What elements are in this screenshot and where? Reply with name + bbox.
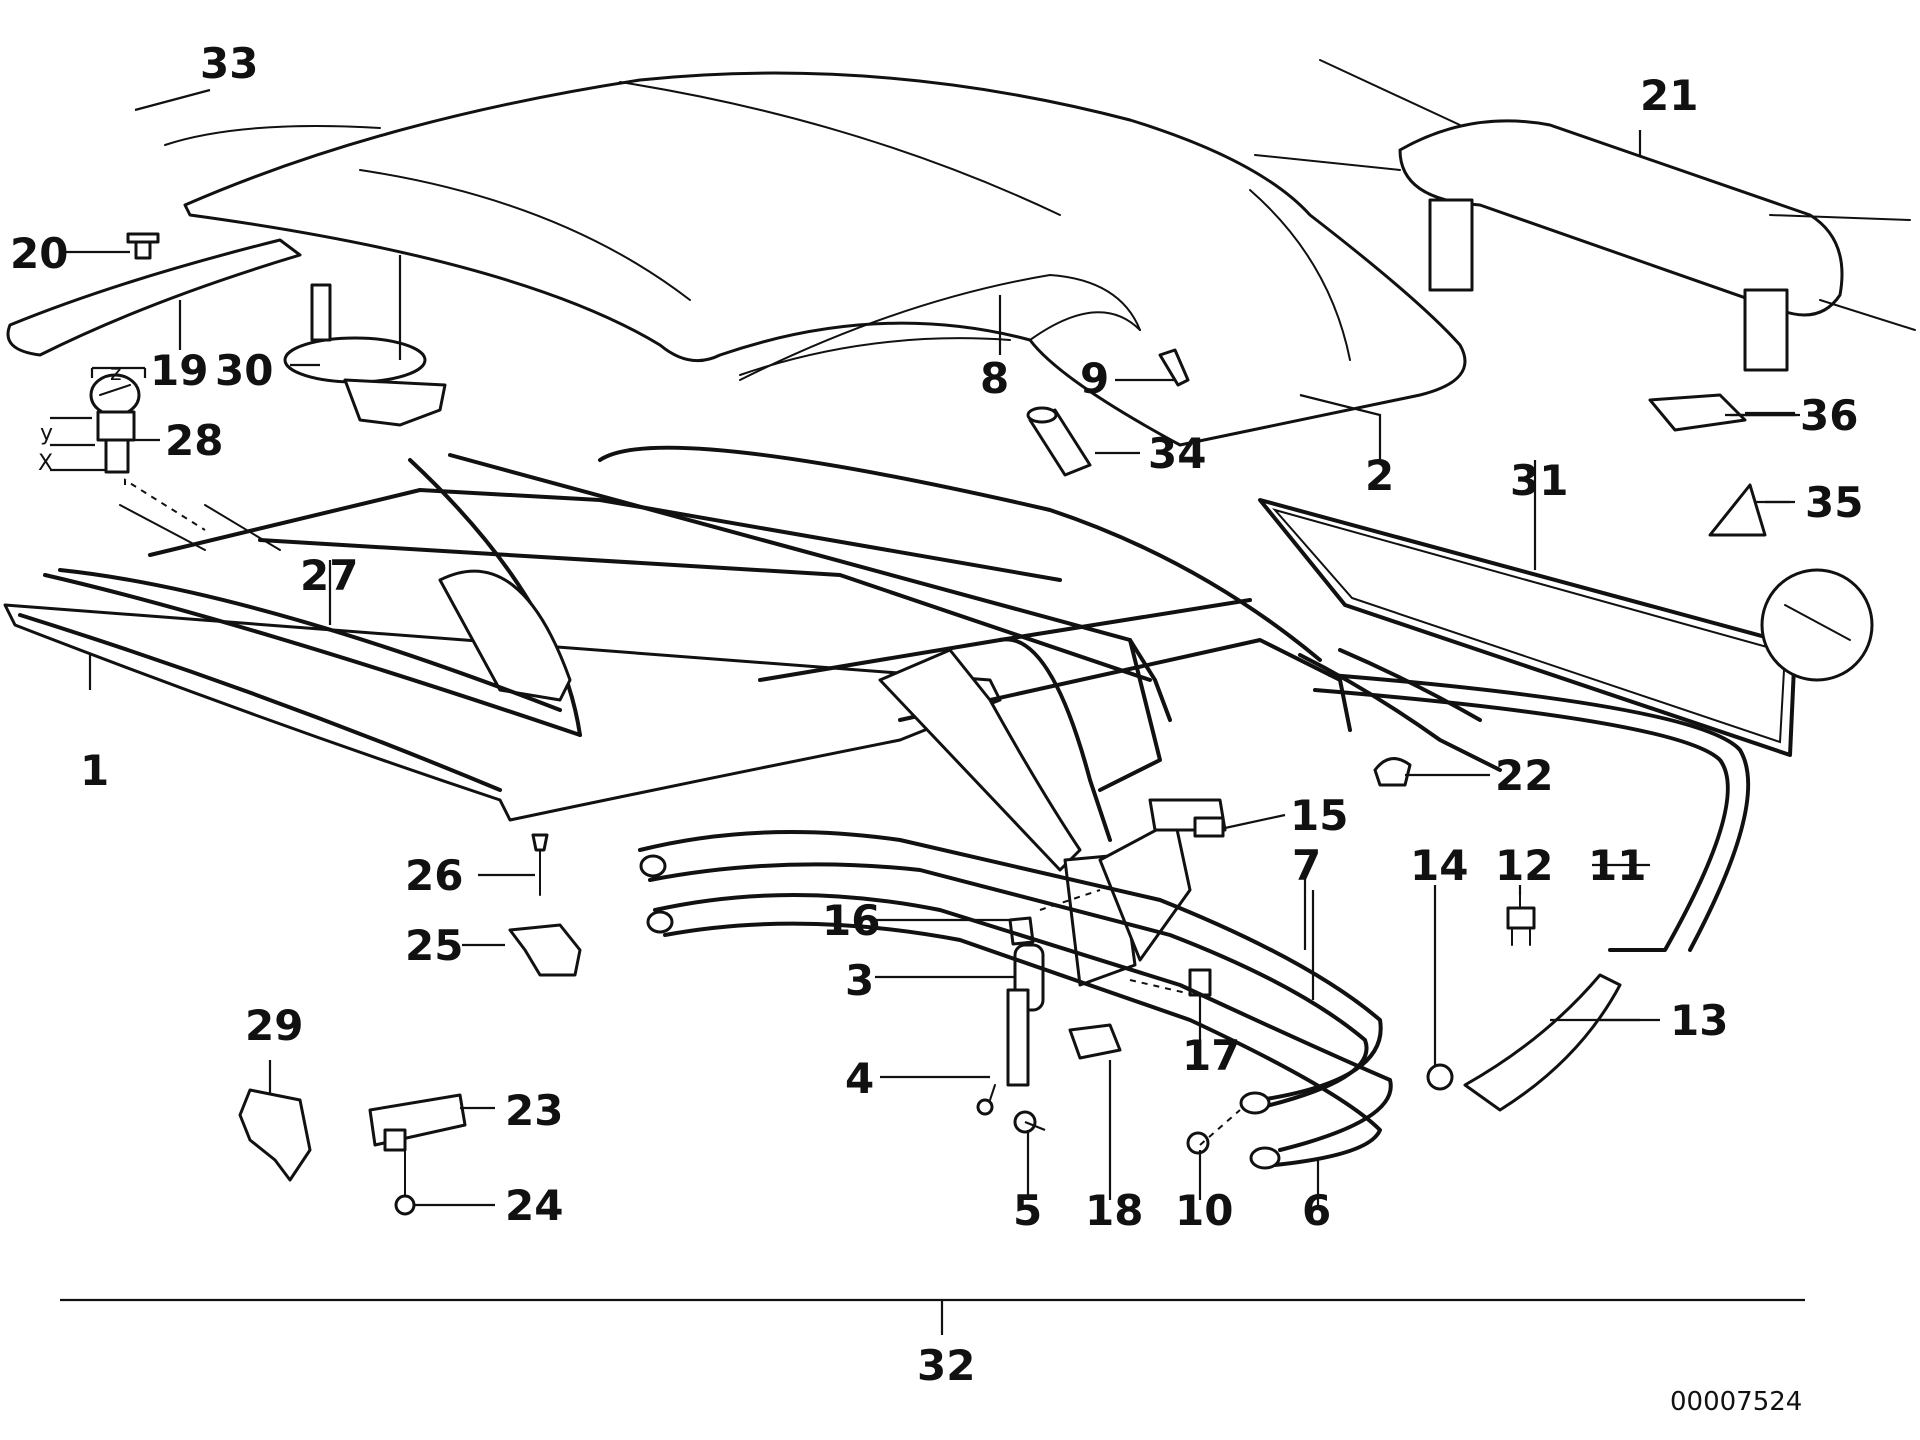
top-frame-assembly bbox=[3, 445, 1502, 872]
callout-6: 6 bbox=[1302, 1186, 1331, 1235]
strip-36 bbox=[1648, 393, 1747, 432]
soft-top-cover bbox=[164, 71, 1467, 447]
document-number: 00007524 bbox=[1670, 1387, 1802, 1417]
callout-34: 34 bbox=[1148, 429, 1206, 478]
clip-10 bbox=[1186, 1131, 1210, 1155]
callout-19: 19 bbox=[150, 346, 208, 395]
callout-18: 18 bbox=[1085, 1186, 1143, 1235]
callout-16: 16 bbox=[822, 896, 880, 945]
latch-23 bbox=[368, 1093, 467, 1152]
pin-24 bbox=[394, 1149, 416, 1216]
callout-5: 5 bbox=[1013, 1186, 1042, 1235]
side-rail-19 bbox=[6, 238, 302, 357]
clip-12 bbox=[1506, 894, 1536, 946]
callout-26: 26 bbox=[405, 851, 463, 900]
callout-36: 36 bbox=[1800, 391, 1858, 440]
clip-29 bbox=[238, 1088, 312, 1182]
tube-34 bbox=[1026, 406, 1092, 477]
callout-4: 4 bbox=[845, 1054, 874, 1103]
callout-21: 21 bbox=[1640, 71, 1698, 120]
fastener-28 bbox=[50, 366, 147, 474]
pad-18 bbox=[1068, 1023, 1122, 1060]
grommet-14 bbox=[1426, 1063, 1454, 1091]
bracket-25 bbox=[508, 923, 582, 977]
callout-29: 29 bbox=[245, 1001, 303, 1050]
dim-label-x: X bbox=[38, 451, 53, 476]
callout-22: 22 bbox=[1495, 751, 1553, 800]
callout-12: 12 bbox=[1495, 841, 1553, 890]
callout-20: 20 bbox=[10, 229, 68, 278]
callout-3: 3 bbox=[845, 956, 874, 1005]
callout-labels: 1 2 3 4 5 6 7 8 9 10 11 12 13 14 15 16 1… bbox=[10, 39, 1863, 1390]
seals-6-7 bbox=[638, 830, 1393, 1170]
callout-13: 13 bbox=[1670, 996, 1728, 1045]
callout-2: 2 bbox=[1365, 451, 1394, 500]
callout-28: 28 bbox=[165, 416, 223, 465]
callout-17: 17 bbox=[1182, 1031, 1240, 1080]
callout-7: 7 bbox=[1292, 841, 1321, 890]
callout-25: 25 bbox=[405, 921, 463, 970]
callout-8: 8 bbox=[980, 354, 1009, 403]
callout-9: 9 bbox=[1080, 354, 1109, 403]
callout-1: 1 bbox=[80, 746, 109, 795]
callout-30: 30 bbox=[215, 346, 273, 395]
callout-14: 14 bbox=[1410, 841, 1468, 890]
gas-strut-3-4 bbox=[976, 943, 1046, 1134]
callout-35: 35 bbox=[1805, 478, 1863, 527]
callout-33: 33 bbox=[200, 39, 258, 88]
rivet-20 bbox=[126, 232, 160, 260]
seal-11 bbox=[1313, 673, 1751, 952]
callout-10: 10 bbox=[1175, 1186, 1233, 1235]
baseline-32 bbox=[60, 1298, 1805, 1335]
callout-27: 27 bbox=[300, 551, 358, 600]
clip-9 bbox=[1158, 348, 1190, 387]
callout-15: 15 bbox=[1290, 791, 1348, 840]
rivet-26 bbox=[531, 833, 549, 896]
dim-label-z: z bbox=[110, 361, 122, 386]
plug-22 bbox=[1373, 757, 1412, 787]
dim-label-y: y bbox=[40, 421, 53, 446]
cable-8 bbox=[739, 273, 1141, 381]
leader-lines bbox=[60, 88, 1800, 1207]
callout-31: 31 bbox=[1510, 456, 1568, 505]
rear-window-seal-31 bbox=[1258, 498, 1874, 757]
tonneau-boot-21 bbox=[1254, 59, 1916, 372]
callout-32: 32 bbox=[917, 1341, 975, 1390]
seal-13 bbox=[1463, 973, 1622, 1112]
callout-11: 11 bbox=[1588, 841, 1646, 890]
callout-24: 24 bbox=[505, 1181, 563, 1230]
callout-23: 23 bbox=[505, 1086, 563, 1135]
hinge-plate-30 bbox=[283, 283, 447, 427]
wedge-35 bbox=[1708, 483, 1767, 537]
